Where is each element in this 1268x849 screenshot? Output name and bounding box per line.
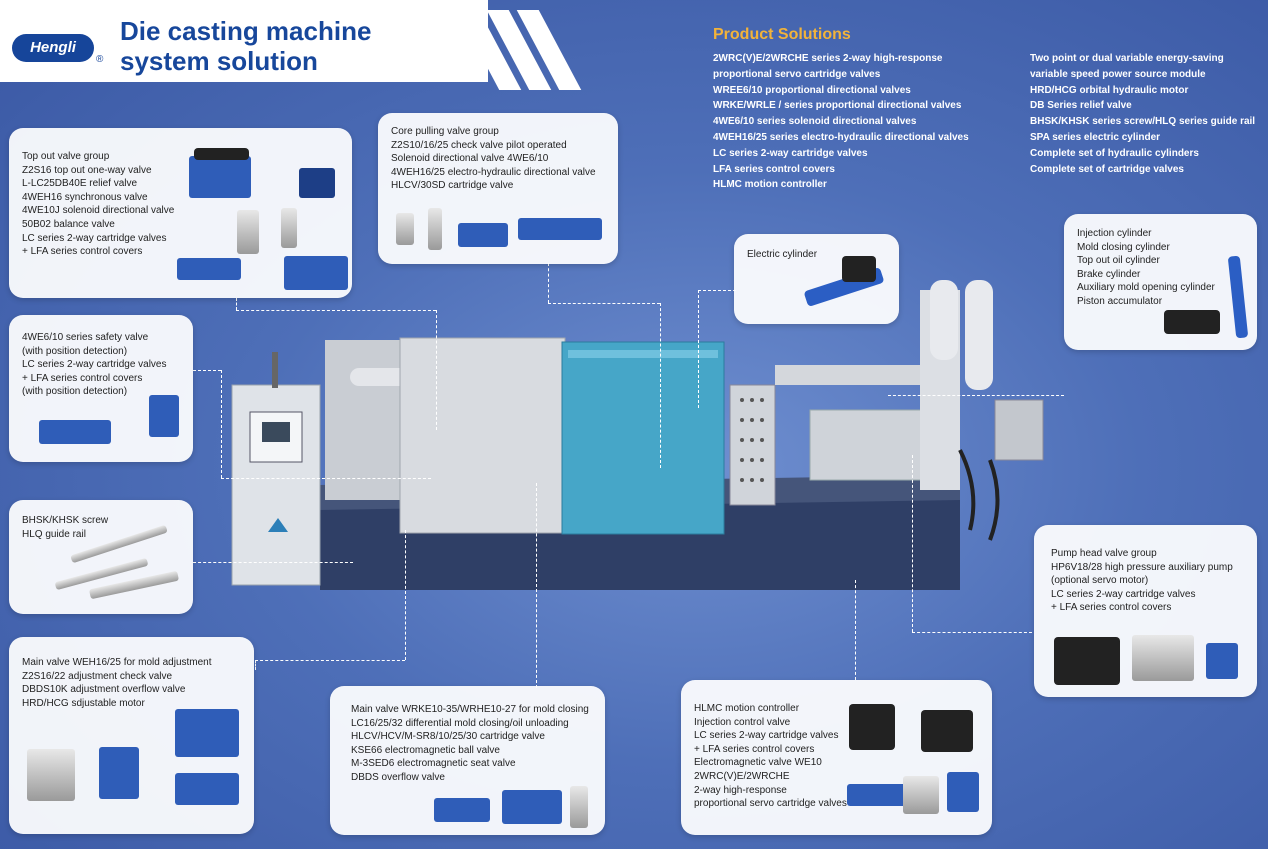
safety-valve-image xyxy=(39,420,111,444)
valve-block-image xyxy=(1206,643,1238,679)
proportional-valve-image xyxy=(502,790,562,824)
connector-line xyxy=(436,310,437,430)
connector-line xyxy=(548,303,660,304)
solenoid-valve-image xyxy=(518,218,602,240)
control-cover-image xyxy=(284,256,348,290)
registered-mark: ® xyxy=(96,54,104,65)
servo-motor-image xyxy=(1054,637,1120,685)
die-casting-machine xyxy=(231,280,1044,590)
connector-line xyxy=(255,660,405,661)
accumulator-image xyxy=(1164,310,1220,334)
cartridge-valve-image xyxy=(428,208,442,250)
connector-line xyxy=(698,290,699,408)
valve-block-image xyxy=(458,223,508,247)
solenoid-valve-image xyxy=(177,258,241,280)
connector-line xyxy=(912,632,1032,633)
card-safety-valve: 4WE6/10 series safety valve(with positio… xyxy=(9,315,193,462)
cartridge-valve-image xyxy=(281,208,297,248)
safety-valve-image xyxy=(149,395,179,437)
connector-line xyxy=(698,290,736,291)
product-solutions-col2: Two point or dual variable energy-saving… xyxy=(1030,53,1256,175)
connector-line xyxy=(660,303,661,468)
connector-line xyxy=(221,478,431,479)
connector-line xyxy=(536,483,537,688)
valve-block-image xyxy=(299,168,335,198)
ball-valve-image xyxy=(434,798,490,822)
check-valve-image xyxy=(175,773,239,805)
solenoid-valve-image xyxy=(847,784,907,806)
cartridge-valve-image xyxy=(570,786,588,828)
connector-line xyxy=(855,580,856,680)
cartridge-valve-image xyxy=(396,213,414,245)
motor-image xyxy=(842,256,876,282)
cylinder-image xyxy=(1227,255,1249,339)
cartridge-valve-image xyxy=(921,710,973,752)
product-solutions-col1: 2WRC(V)E/2WRCHE series 2-way high-respon… xyxy=(713,53,969,191)
connector-line xyxy=(912,455,913,632)
card-electric-cylinder: Electric cylinder xyxy=(734,234,899,324)
hydraulic-motor-image xyxy=(27,749,75,801)
page-title: Die casting machine system solution xyxy=(120,16,372,76)
connector-line xyxy=(193,370,221,371)
connector-line xyxy=(236,310,436,311)
pump-image xyxy=(1132,635,1194,681)
card-main-valve-mold-closing: Main valve WRKE10-35/WRHE10-27 for mold … xyxy=(330,686,605,835)
connector-line xyxy=(236,298,237,310)
motion-controller-image xyxy=(903,776,939,814)
connector-line xyxy=(255,660,256,670)
servo-cartridge-valve-image xyxy=(947,772,979,812)
connector-line xyxy=(193,562,353,563)
valve-block-image xyxy=(189,156,251,198)
product-solutions-title: Product Solutions xyxy=(713,26,851,43)
connector-line xyxy=(405,530,406,660)
solenoid-image xyxy=(194,148,249,160)
injection-control-valve-image xyxy=(849,704,895,750)
hengli-logo: Hengli xyxy=(12,34,94,62)
connector-line xyxy=(548,263,549,303)
connector-line xyxy=(888,395,1064,396)
connector-line xyxy=(221,370,222,478)
main-valve-image xyxy=(175,709,239,757)
overflow-valve-image xyxy=(99,747,139,799)
cartridge-valve-image xyxy=(237,210,259,254)
